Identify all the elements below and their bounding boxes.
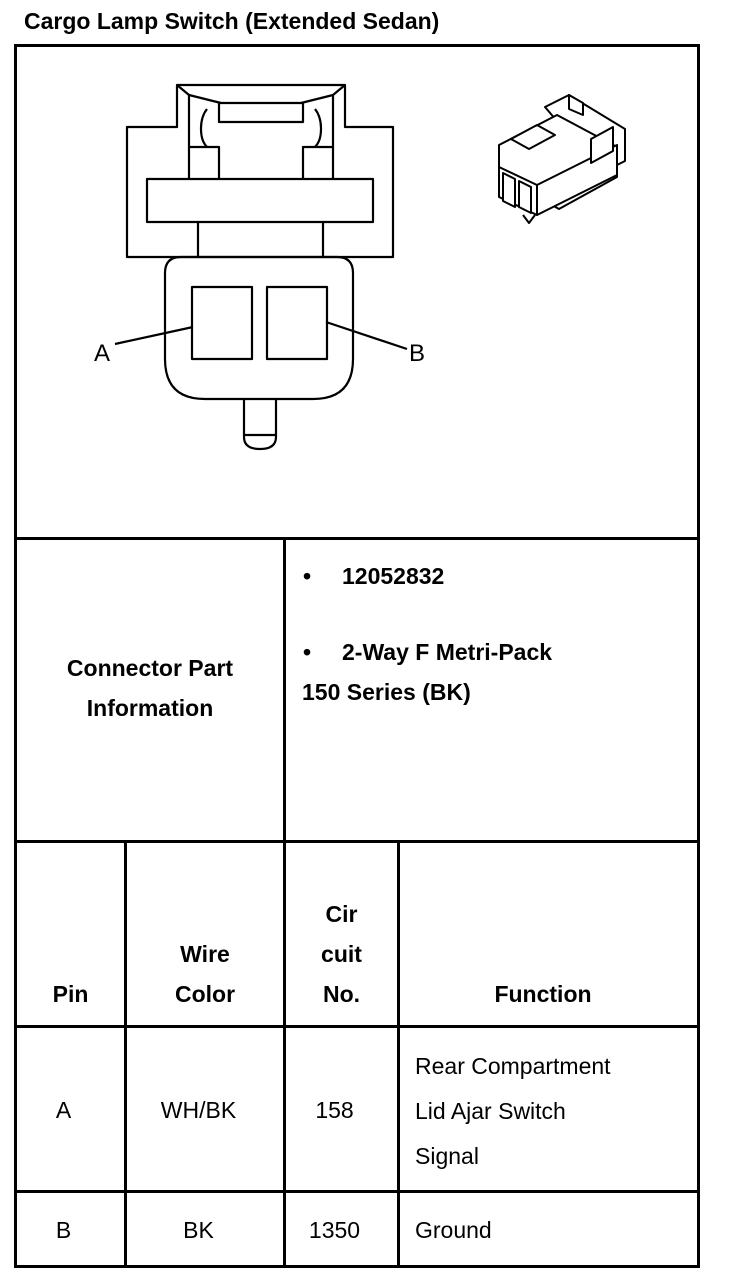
pin-b-label: B bbox=[409, 340, 425, 367]
divider-connector-bottom bbox=[14, 840, 700, 843]
divider-connector-column bbox=[283, 537, 286, 1268]
divider-diagram-bottom bbox=[14, 537, 700, 540]
row-a-circuit: 158 bbox=[315, 1097, 354, 1123]
connector-table-frame bbox=[14, 44, 700, 1268]
row-b-pin: B bbox=[55, 1217, 72, 1243]
row-a-function: Rear Compartment Lid Ajar Switch Signal bbox=[415, 1044, 611, 1179]
row-b-function: Ground bbox=[415, 1217, 492, 1243]
terminal-cavity-a bbox=[190, 285, 254, 361]
row-a-function-line2: Lid Ajar Switch bbox=[415, 1098, 566, 1124]
header-wire-color-line1: Wire bbox=[180, 941, 230, 967]
connector-info-label: Connector Part Information bbox=[17, 648, 283, 728]
page-title: Cargo Lamp Switch (Extended Sedan) bbox=[24, 8, 440, 34]
header-circuit-line1: Cir bbox=[325, 901, 358, 927]
row-a-function-line3: Signal bbox=[415, 1143, 479, 1169]
connector-description-bullet: • bbox=[303, 639, 312, 665]
header-function: Function bbox=[494, 981, 592, 1007]
header-circuit-line3: No. bbox=[322, 981, 361, 1007]
pin-a-label: A bbox=[94, 340, 110, 367]
terminal-cavity-b bbox=[265, 285, 329, 361]
divider-pin-column bbox=[124, 840, 127, 1268]
connector-isometric-icon bbox=[498, 94, 626, 224]
header-wire-color: Wire Color bbox=[127, 934, 283, 1014]
divider-header-bottom bbox=[14, 1025, 700, 1028]
row-a-function-line1: Rear Compartment bbox=[415, 1053, 611, 1079]
connector-body-outline bbox=[163, 255, 355, 401]
row-b-wire-color: BK bbox=[183, 1217, 214, 1243]
header-wire-color-line2: Color bbox=[174, 981, 236, 1007]
connector-housing-outline bbox=[125, 83, 395, 259]
divider-row-a-bottom bbox=[14, 1190, 700, 1193]
connector-description-line2: 150 Series (BK) bbox=[302, 679, 471, 705]
header-pin: Pin bbox=[52, 981, 89, 1007]
header-circuit-line2: cuit bbox=[321, 941, 362, 967]
connector-diagram: A B bbox=[94, 83, 626, 451]
connector-part-number: 12052832 bbox=[342, 563, 445, 589]
connector-info-label-line1: Connector Part bbox=[66, 655, 234, 681]
latch-tab bbox=[242, 399, 278, 451]
connector-part-number-bullet: • bbox=[303, 563, 312, 589]
row-a-wire-color: WH/BK bbox=[160, 1097, 237, 1123]
row-b-circuit: 1350 bbox=[308, 1217, 361, 1243]
row-a-pin: A bbox=[55, 1097, 72, 1123]
connector-info-label-line2: Information bbox=[86, 695, 214, 721]
divider-function-column bbox=[397, 840, 400, 1268]
header-circuit-number: Cir cuit No. bbox=[286, 894, 397, 1014]
connector-description-line1: 2-Way F Metri-Pack bbox=[342, 639, 553, 665]
